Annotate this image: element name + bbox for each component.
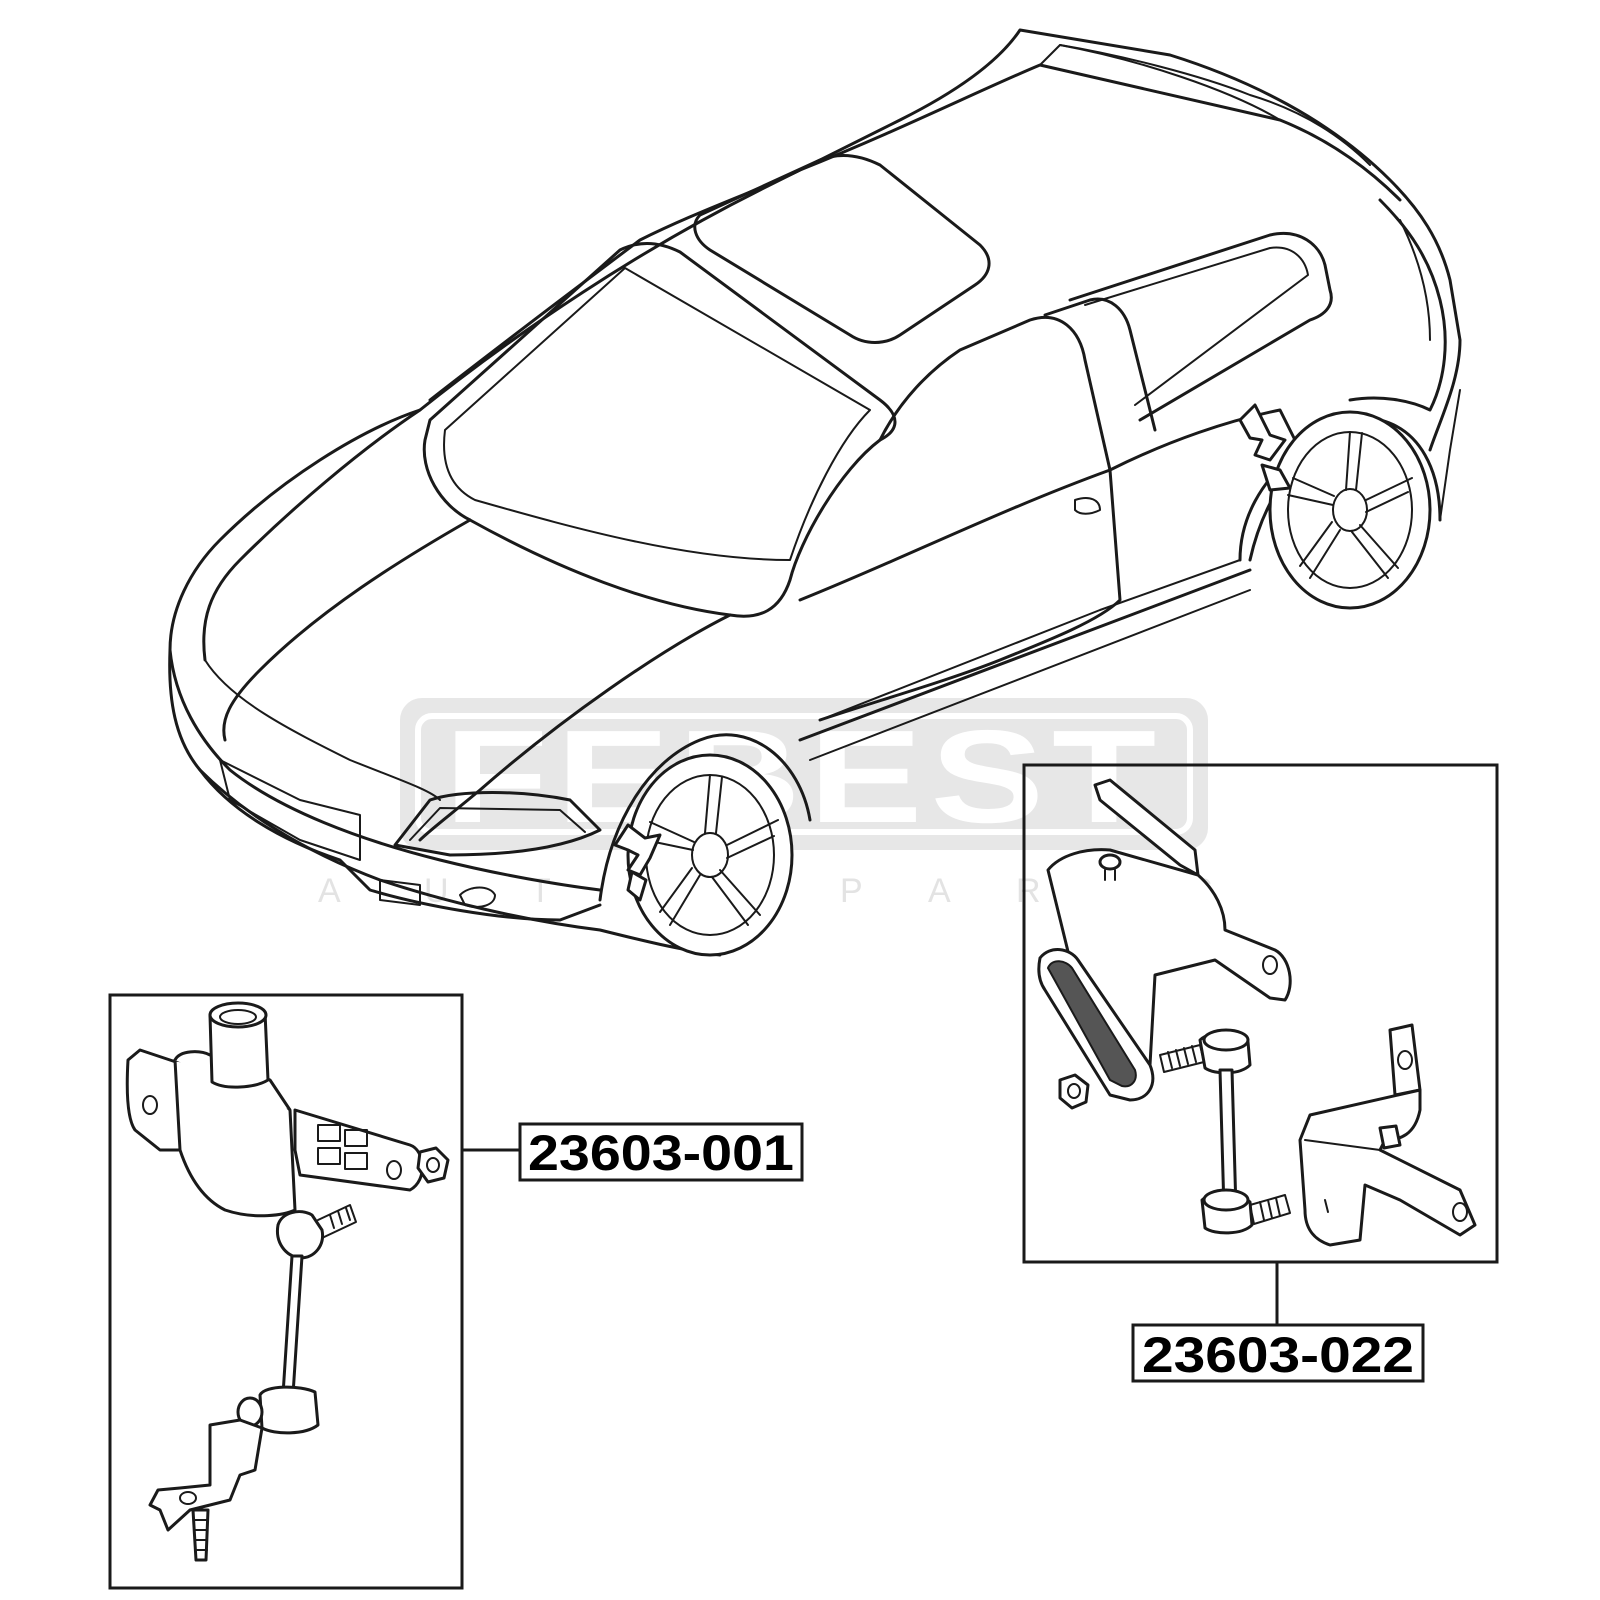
svg-text:A: A xyxy=(928,872,951,910)
rear-wheel-icon xyxy=(1268,410,1432,610)
part-number-23603-001: 23603-001 xyxy=(528,1125,794,1181)
svg-text:R: R xyxy=(1016,872,1041,910)
left-part-panel xyxy=(108,993,464,1590)
right-part-number-label: 23603-022 xyxy=(1131,1323,1425,1383)
car-icon xyxy=(168,28,1462,957)
watermark-brand: FEBEST xyxy=(444,703,1164,850)
svg-text:A: A xyxy=(318,872,341,910)
rear-sensor-icon xyxy=(1037,778,1477,1247)
svg-text:T: T xyxy=(530,872,551,910)
watermark-frame xyxy=(400,698,1208,850)
right-part-panel xyxy=(1022,763,1499,1264)
front-sensor-icon xyxy=(125,1001,450,1562)
svg-text:P: P xyxy=(840,872,863,910)
rear-sensor-pointer-icon xyxy=(1238,403,1292,492)
left-part-number-label: 23603-001 xyxy=(518,1122,804,1182)
right-part-frame xyxy=(1022,763,1499,1264)
front-sensor-pointer-icon xyxy=(613,823,662,902)
left-part-frame xyxy=(108,993,464,1590)
part-number-23603-022: 23603-022 xyxy=(1142,1327,1414,1383)
